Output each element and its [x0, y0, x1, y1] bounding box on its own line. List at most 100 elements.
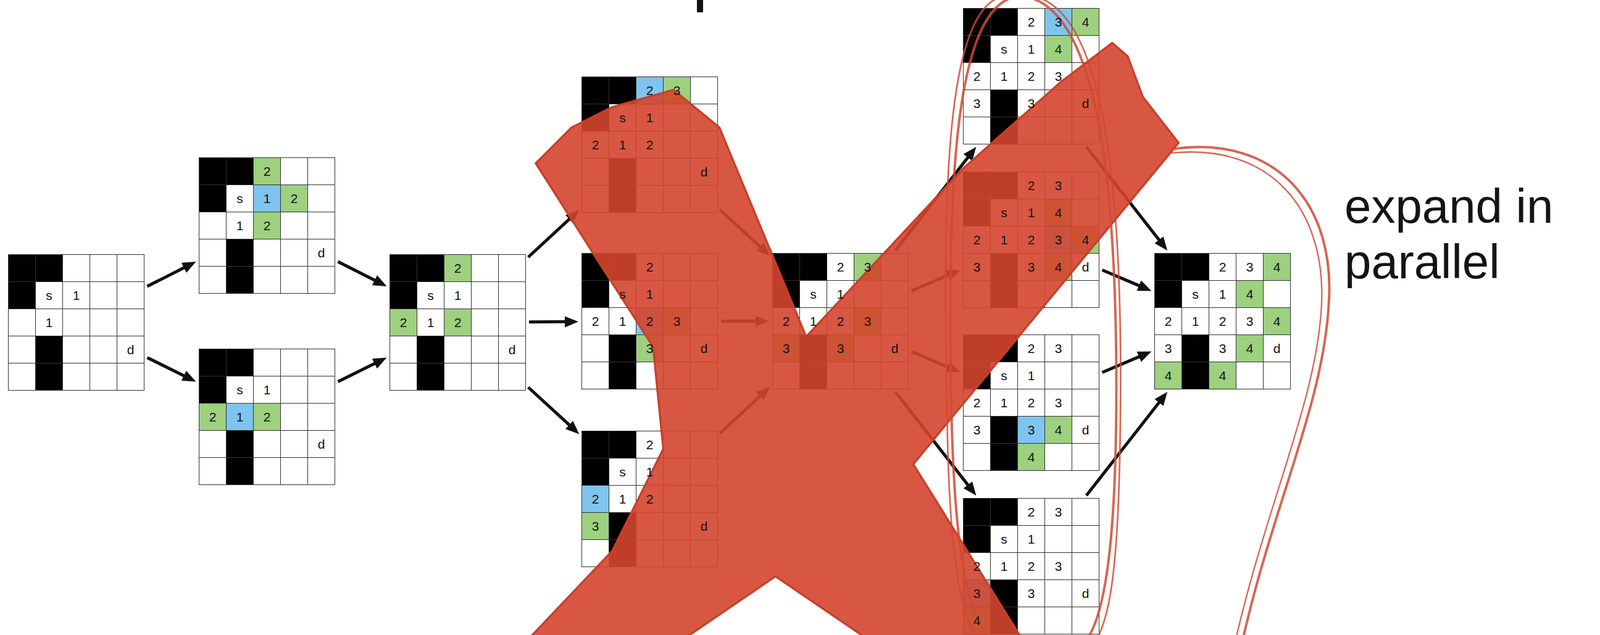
- grid-cell: 2: [1208, 253, 1237, 281]
- grid-cell: [1071, 498, 1100, 526]
- frontier-cell: 3: [662, 76, 691, 105]
- grid-cell: 2: [1208, 307, 1237, 336]
- cell-value: 1: [619, 492, 627, 506]
- cell-value: 4: [1164, 369, 1173, 383]
- wall-cell: [990, 334, 1018, 363]
- cell-value: s: [1000, 532, 1008, 546]
- cell-value: 1: [263, 191, 271, 205]
- grid-cell: 2: [962, 388, 991, 417]
- frontier-cell: 3: [853, 307, 882, 336]
- cell-value: 2: [1027, 341, 1036, 355]
- wall-cell: [608, 334, 637, 363]
- arrow-head: [181, 261, 197, 273]
- wall-cell: [608, 361, 637, 390]
- grid-cell: s: [990, 198, 1018, 227]
- grid-cell: d: [1071, 416, 1100, 444]
- arrow-head: [755, 316, 770, 328]
- grid-cell: 2: [635, 430, 664, 459]
- cell-value: 1: [454, 288, 462, 302]
- grid-cell: [470, 254, 499, 283]
- wall-cell: [990, 416, 1018, 444]
- cell-value: 4: [1054, 206, 1063, 220]
- grid-cell: [1235, 361, 1264, 390]
- arrow-connector: [528, 209, 580, 258]
- arrow-connector: [911, 270, 961, 292]
- grid-cell: [772, 361, 800, 390]
- wall-cell: [198, 375, 227, 404]
- arrow-line: [146, 267, 185, 287]
- grid-cell: s: [608, 103, 637, 132]
- frontier-cell: 4: [1044, 253, 1073, 281]
- frontier-cell: 4: [1071, 225, 1100, 254]
- grid-cell: [581, 361, 610, 390]
- cell-value: 3: [1027, 587, 1036, 600]
- wall-cell: [608, 253, 637, 281]
- frontier-cell: 3: [662, 307, 691, 336]
- grid-cell: [116, 254, 145, 283]
- cell-value: 2: [782, 314, 791, 328]
- cell-value: 1: [1000, 396, 1009, 410]
- grid-state: 2s1212d: [198, 157, 336, 294]
- grid-cell: d: [1071, 253, 1100, 281]
- grid-cell: 1: [443, 281, 472, 310]
- grid-cell: s: [990, 525, 1018, 554]
- arrow-connector: [911, 351, 961, 373]
- arrow-line: [146, 357, 185, 376]
- wall-cell: [416, 254, 445, 283]
- cell-value: s: [236, 191, 244, 205]
- cell-value: d: [1082, 96, 1090, 110]
- grid-cell: [443, 362, 472, 391]
- grid-state: 234s1421234334d44: [1154, 253, 1291, 390]
- cell-value: 2: [263, 219, 271, 233]
- cell-value: 1: [236, 410, 244, 424]
- grid-cell: [853, 280, 882, 309]
- arrow-head: [372, 275, 388, 287]
- grid-cell: 2: [581, 307, 610, 336]
- frontier-cell: 2: [443, 254, 472, 283]
- wall-cell: [225, 430, 254, 459]
- grid-cell: [581, 334, 610, 363]
- wall-cell: [772, 253, 800, 281]
- wall-cell: [35, 362, 63, 391]
- grid-cell: 3: [962, 416, 991, 444]
- grid-cell: 3: [1044, 171, 1073, 200]
- grid-cell: 2: [772, 307, 800, 336]
- grid-cell: [1071, 388, 1100, 417]
- grid-cell: [198, 238, 227, 267]
- arrow-line: [1102, 270, 1141, 287]
- cell-value: 1: [1000, 559, 1009, 573]
- cell-value: 2: [973, 233, 981, 247]
- cell-value: d: [1082, 260, 1090, 274]
- arrow-line: [720, 319, 757, 323]
- wall-cell: [35, 335, 63, 364]
- grid-cell: [498, 362, 526, 391]
- grid-state: 234s14212333d: [962, 8, 1100, 145]
- cell-value: 3: [1054, 505, 1063, 519]
- grid-cell: 3: [1017, 253, 1046, 281]
- cell-value: 1: [1027, 532, 1036, 546]
- cell-value: 1: [646, 287, 654, 301]
- arrow-head: [1137, 280, 1152, 292]
- cell-value: 4: [1246, 341, 1254, 355]
- wall-cell: [225, 266, 254, 294]
- wall-cell: [990, 89, 1018, 118]
- grid-cell: 3: [1154, 334, 1183, 363]
- grid-cell: [89, 254, 118, 283]
- wall-cell: [225, 457, 254, 486]
- frontier-cell: 2: [253, 157, 281, 186]
- wall-cell: [8, 254, 36, 283]
- grid-cell: 3: [1044, 388, 1073, 417]
- grid-cell: 2: [1017, 498, 1046, 526]
- cell-value: s: [619, 287, 626, 301]
- grid-cell: [690, 76, 718, 105]
- grid-cell: [1017, 116, 1046, 145]
- grid-cell: d: [880, 334, 909, 363]
- grid-cell: 3: [1044, 334, 1073, 363]
- frontier-cell: 2: [443, 308, 472, 337]
- annotation-text: expand in parallel: [1344, 179, 1592, 290]
- cell-value: 2: [646, 438, 654, 452]
- cell-value: 3: [1054, 559, 1063, 573]
- grid-cell: d: [1071, 579, 1100, 608]
- arrow-head: [565, 420, 580, 435]
- grid-cell: [307, 184, 336, 213]
